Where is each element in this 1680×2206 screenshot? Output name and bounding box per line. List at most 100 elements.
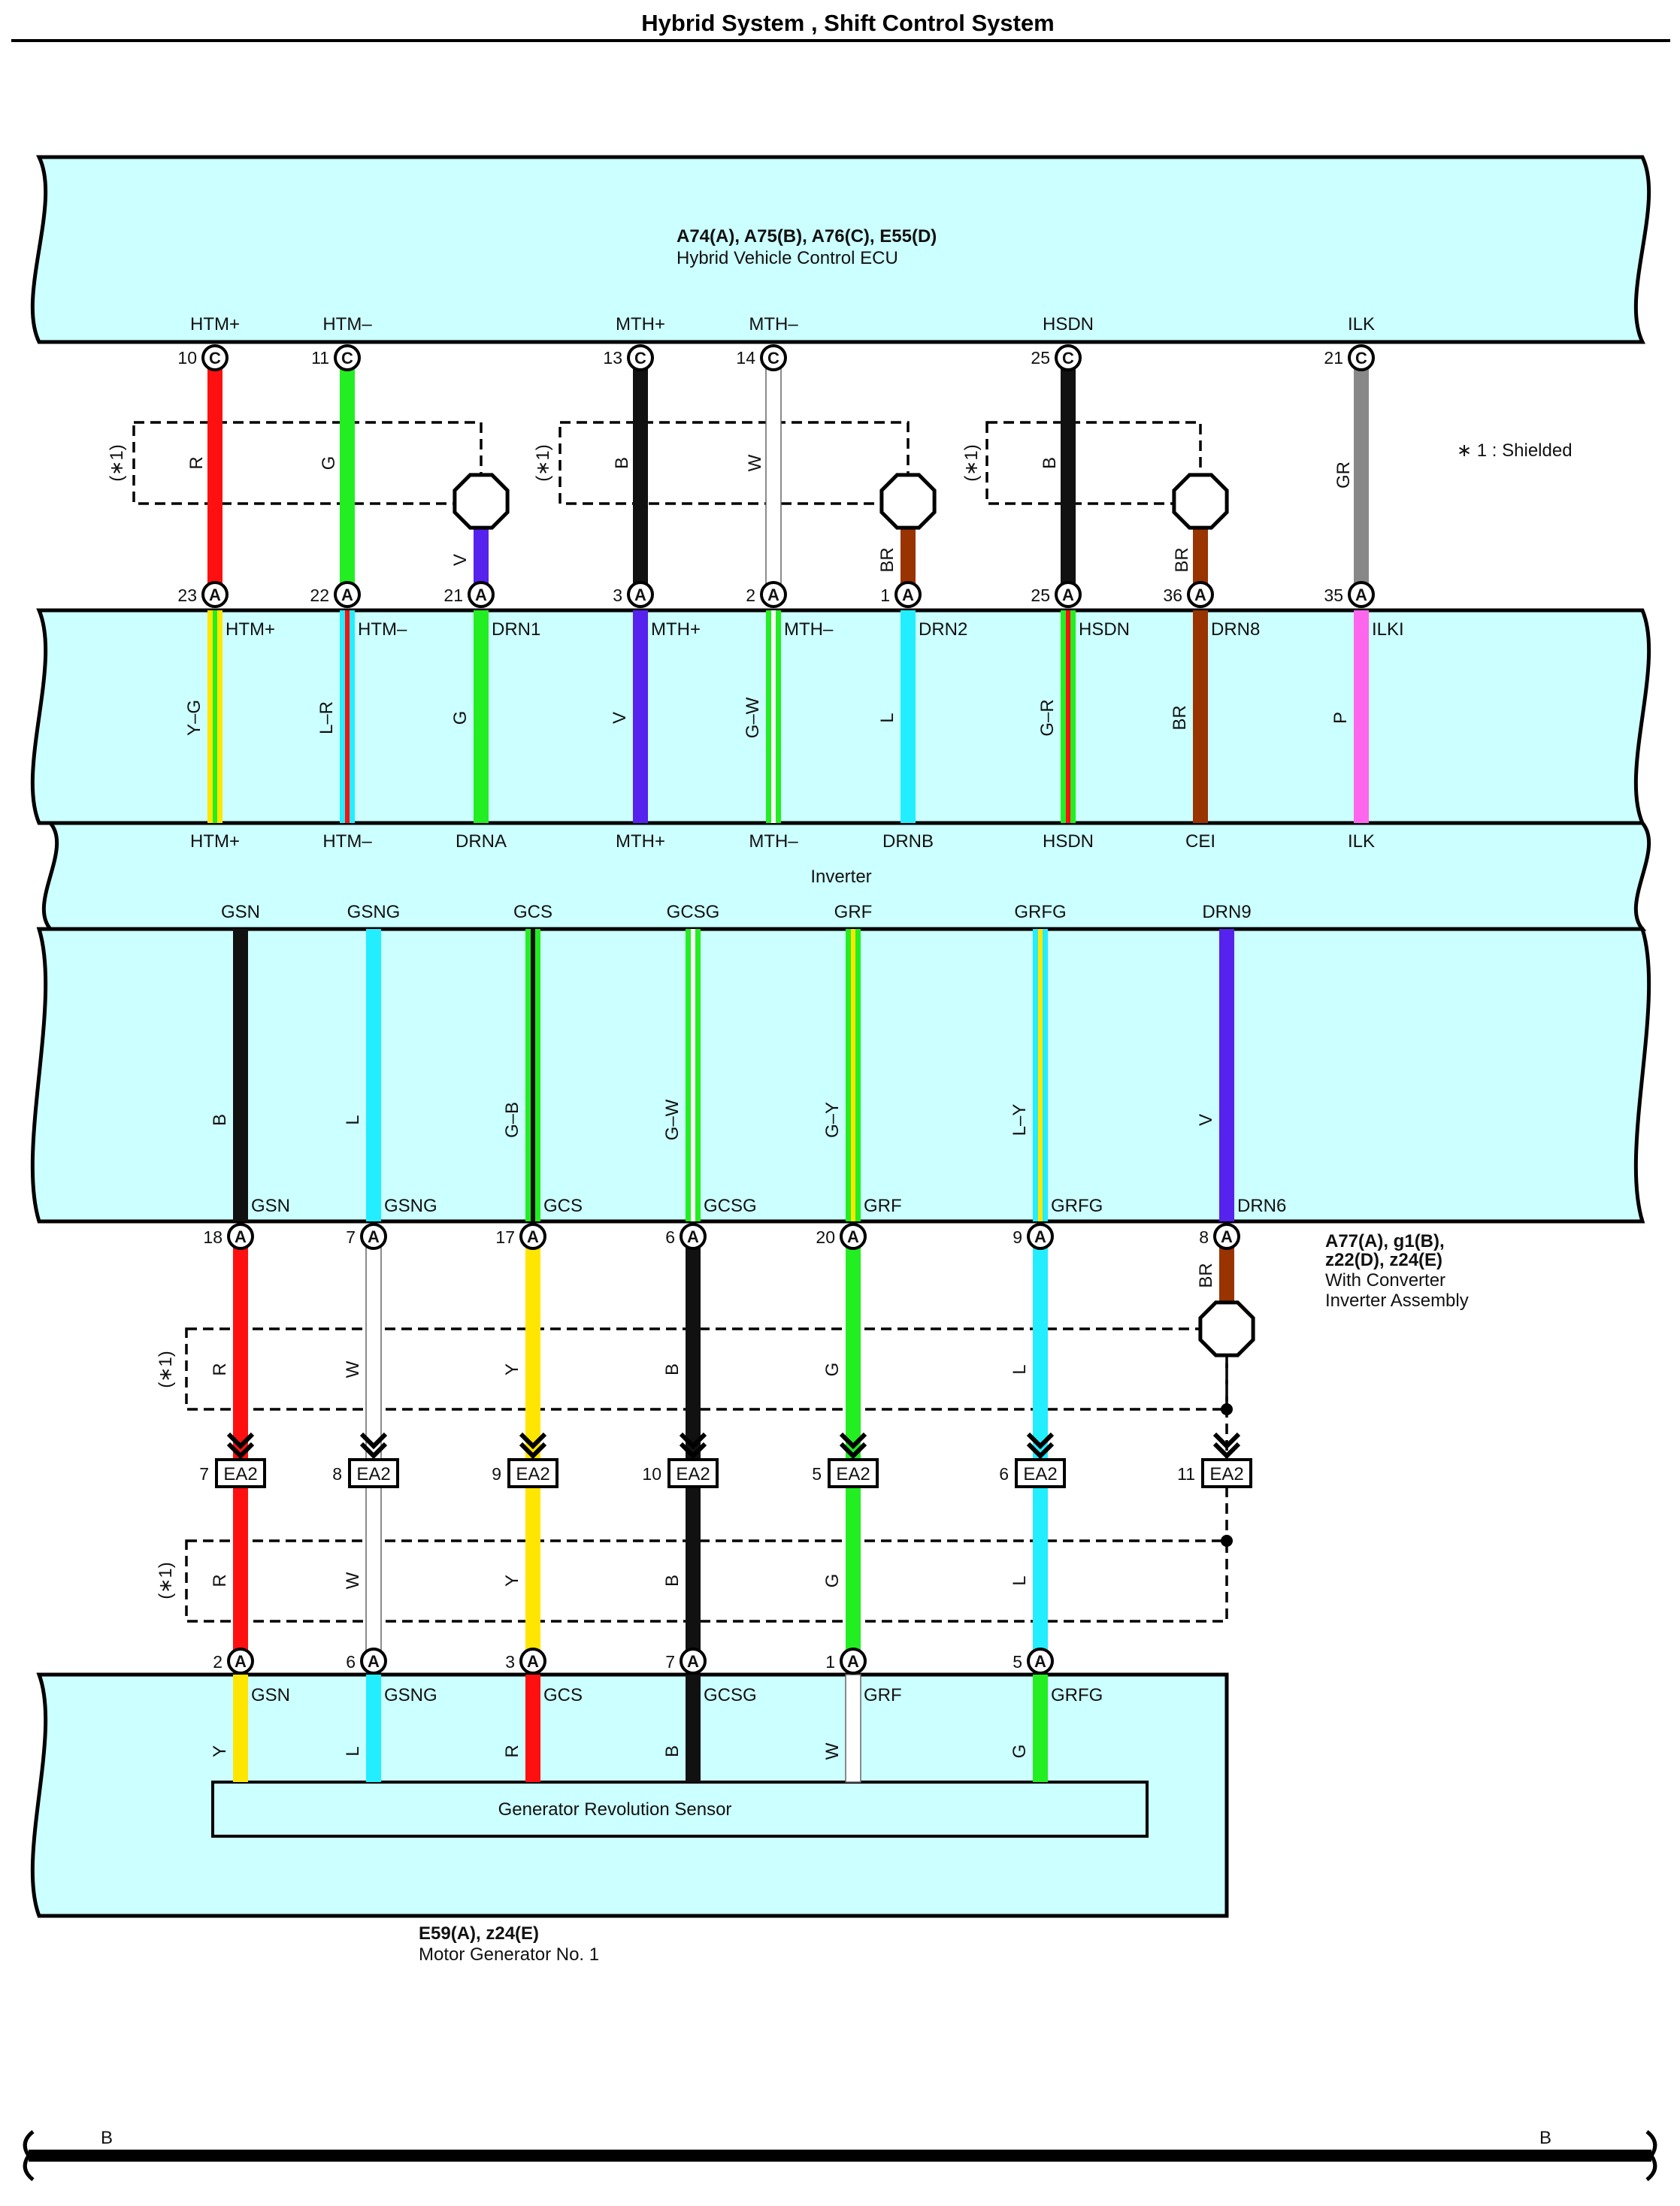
inverter-low-wire-code-3: G–W <box>662 1099 683 1140</box>
inverter-low-pin-no-0: 18 <box>203 1227 222 1247</box>
ecu-pin-HTM+: C <box>201 344 229 371</box>
inverter-low-wire-code-1: L <box>343 1115 363 1124</box>
shield-mark-top-1: (∗1) <box>533 444 553 481</box>
junction-pin-no-0: 7 <box>199 1464 209 1484</box>
inverter-top-bottom-label-2: DRNA <box>456 831 507 852</box>
svg-text:A: A <box>767 586 779 604</box>
inverter-top-bottom-label-5: DRNB <box>882 831 934 852</box>
inverter-top-bottom-label-0: HTM+ <box>190 831 240 852</box>
component-panels <box>30 155 1651 1918</box>
generator-revolution-sensor <box>211 1781 1149 1838</box>
inverter-low-wire-GRF <box>846 929 861 1221</box>
svg-text:C: C <box>341 349 353 368</box>
inverter-low-term-2: GCS <box>543 1196 583 1216</box>
svg-text:A: A <box>368 1227 380 1246</box>
svg-text:C: C <box>634 349 646 368</box>
wire-ecu-ILK <box>1354 358 1369 595</box>
inverter-low-wire-code-5: L–Y <box>1010 1104 1030 1136</box>
ecu-term-label-2: MTH+ <box>616 314 665 334</box>
wire-ecu-HSDN <box>1061 358 1076 595</box>
inverter-top-wire-DRN2 <box>901 610 916 823</box>
inverter-top-pin-HTM+: A <box>201 581 229 608</box>
svg-text:A: A <box>1062 586 1074 604</box>
motor-wire-GSNG <box>366 1675 381 1782</box>
ecu-pin-no-0: 10 <box>177 348 197 368</box>
splice-point-bottom <box>1221 1535 1233 1547</box>
inverter-low-pin-GSNG: A <box>360 1223 387 1250</box>
ecu-name: Hybrid Vehicle Control ECU <box>677 248 898 268</box>
harness-b-code-5: L <box>1010 1364 1030 1374</box>
ground-terminal-top-1 <box>879 473 937 530</box>
inverter-low-pin-GCS: A <box>519 1223 546 1250</box>
inverter-top-wire-code-0: Y–G <box>184 700 204 736</box>
wire-code-a-3: B <box>612 457 632 469</box>
svg-text:A: A <box>902 586 914 604</box>
inverter-codes-1: A77(A), g1(B), <box>1325 1231 1445 1251</box>
motor-pin-GSNG: A <box>360 1648 387 1675</box>
wire-ecu-MTH+ <box>633 358 648 595</box>
inverter-top-pin-no-3: 3 <box>613 586 622 605</box>
wire-code-a-2: V <box>450 554 471 566</box>
harness-c-wire-5 <box>1033 1487 1048 1661</box>
svg-text:A: A <box>687 1227 699 1246</box>
motor-term-1: GSNG <box>384 1685 437 1705</box>
inverter-low-top-label-4: GRF <box>834 902 873 922</box>
wire-code-a-4: W <box>745 454 765 471</box>
inverter-top-pin-MTH–: A <box>760 581 787 608</box>
inverter-low-wire-code-4: G–Y <box>822 1102 843 1138</box>
drain-wire-top-0 <box>474 524 489 594</box>
inverter-low-wire-GCS <box>525 929 540 1221</box>
shield-top-2 <box>985 421 1202 505</box>
harness-b-wire-0 <box>233 1236 248 1460</box>
inverter-top-bottom-label-1: HTM– <box>322 831 372 852</box>
junction-pin-no-4: 5 <box>812 1464 822 1484</box>
drain-wire-top-1 <box>901 524 916 594</box>
inverter-top-pin-no-7: 36 <box>1163 586 1182 605</box>
inverter-top-pin-MTH+: A <box>627 581 654 608</box>
ecu-term-label-1: HTM– <box>322 314 372 334</box>
inverter-top-pin-no-8: 35 <box>1324 586 1343 605</box>
motor-wire-GSN <box>233 1675 248 1782</box>
svg-text:EA2: EA2 <box>1209 1464 1243 1484</box>
inverter-low-wire-GRFG <box>1033 929 1048 1221</box>
ecu-pin-no-5: 21 <box>1324 348 1343 368</box>
wire-code-a-6: B <box>1040 457 1060 469</box>
inverter-top-pin-no-1: 22 <box>310 586 329 605</box>
harness-b-drain-code: BR <box>1196 1263 1216 1288</box>
shield-note: ∗ 1 : Shielded <box>1457 440 1573 461</box>
inverter-low-pin-GRF: A <box>840 1223 867 1250</box>
wire-code-a-1: G <box>319 456 339 471</box>
harness-c-code-5: L <box>1010 1575 1030 1585</box>
ecu-pin-no-2: 13 <box>603 348 622 368</box>
inverter-low-pin-no-5: 9 <box>1013 1227 1022 1247</box>
inverter-low-term-6: DRN6 <box>1237 1196 1286 1216</box>
inverter-low-pin-GCSG: A <box>680 1223 707 1250</box>
junction-connector-3: EA2 <box>667 1432 719 1488</box>
inverter-top-wire-code-4: G–W <box>743 697 763 738</box>
inverter-top-pin-DRN8: A <box>1187 581 1214 608</box>
motor-pin-GCS: A <box>519 1648 546 1675</box>
ecu-term-label-5: ILK <box>1348 314 1375 334</box>
inverter-name: Inverter <box>810 867 871 887</box>
inverter-top-wire-code-6: G–R <box>1037 699 1058 736</box>
shield-top-1 <box>558 421 910 505</box>
motor-pin-no-0: 2 <box>213 1652 222 1672</box>
wire-code-a-8: GR <box>1333 461 1354 489</box>
inverter-low-pin-GSN: A <box>227 1223 254 1250</box>
motor-pin-no-5: 5 <box>1013 1652 1022 1672</box>
junction-pin-no-5: 6 <box>999 1464 1009 1484</box>
inverter-top-pin-no-4: 2 <box>746 586 755 605</box>
inverter-top-wire-HSDN <box>1061 610 1076 823</box>
svg-text:EA2: EA2 <box>356 1464 390 1484</box>
svg-text:EA2: EA2 <box>516 1464 549 1484</box>
inverter-low-term-4: GRF <box>864 1196 902 1216</box>
inverter-low-term-1: GSNG <box>384 1196 437 1216</box>
inverter-top-bottom-label-7: CEI <box>1185 831 1215 852</box>
inverter-low-pin-no-2: 17 <box>495 1227 515 1247</box>
inverter-top-wire-code-1: L–R <box>316 701 337 734</box>
inverter-low-wire-GSNG <box>366 929 381 1221</box>
harness-b-code-2: Y <box>502 1363 522 1375</box>
harness-b-code-4: G <box>822 1363 843 1377</box>
